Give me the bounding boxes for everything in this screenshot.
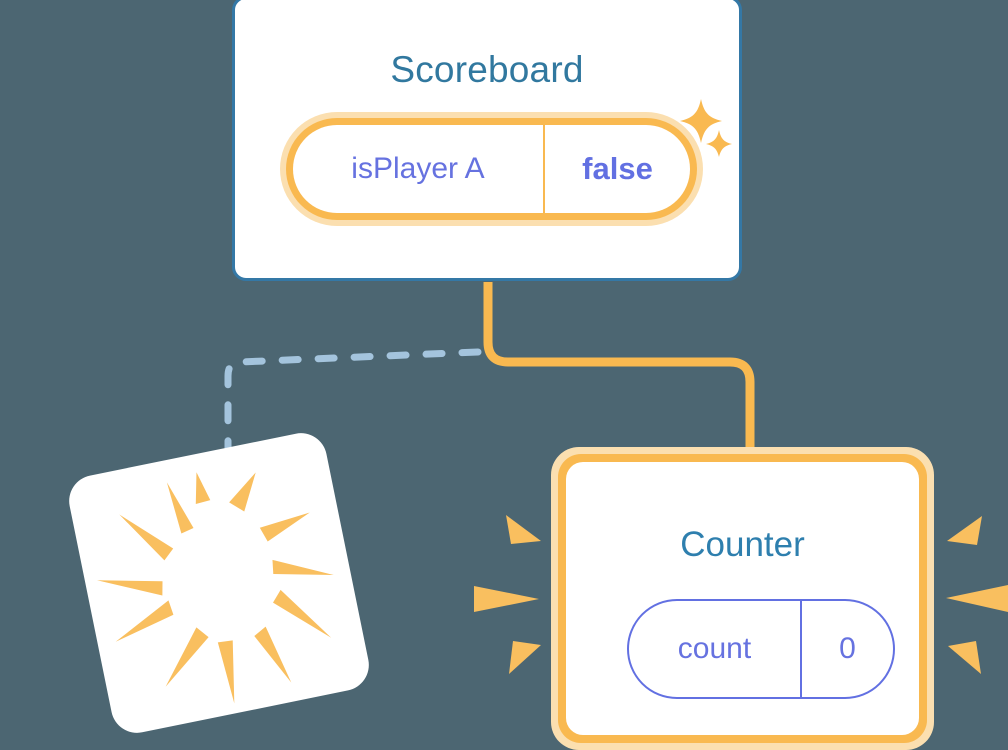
counter-ray-right-bottom xyxy=(948,641,981,674)
scoreboard-pill-inner: isPlayer A false xyxy=(293,118,690,220)
connector-scoreboard-to-counter xyxy=(483,282,755,460)
counter-ray-right-middle xyxy=(946,585,1008,612)
scoreboard-card[interactable]: Scoreboard isPlayer A false xyxy=(232,0,742,281)
counter-card-ring: Counter count 0 xyxy=(558,454,927,743)
scoreboard-state-pill[interactable]: isPlayer A false xyxy=(280,112,703,226)
counter-ray-left-top xyxy=(506,515,541,544)
scoreboard-pill-key: isPlayer A xyxy=(351,152,485,185)
ghost-card-burst-icon xyxy=(97,472,334,704)
counter-ray-left-middle xyxy=(474,586,539,612)
scoreboard-pill-ring: isPlayer A false xyxy=(286,118,697,220)
counter-pill-divider xyxy=(800,601,802,697)
counter-pill-key: count xyxy=(677,632,752,665)
counter-pill-value: 0 xyxy=(839,632,856,665)
counter-card-inner: Counter count 0 xyxy=(566,462,919,735)
counter-ray-right-top xyxy=(947,516,982,545)
counter-ray-left-bottom xyxy=(509,641,541,674)
scoreboard-pill-divider xyxy=(543,118,545,220)
counter-state-pill[interactable]: count 0 xyxy=(627,599,895,699)
ghost-card[interactable] xyxy=(64,428,374,738)
scoreboard-pill-value: false xyxy=(582,151,653,186)
counter-title: Counter xyxy=(680,525,805,564)
scoreboard-title: Scoreboard xyxy=(390,49,584,90)
counter-card[interactable]: Counter count 0 xyxy=(551,447,934,750)
